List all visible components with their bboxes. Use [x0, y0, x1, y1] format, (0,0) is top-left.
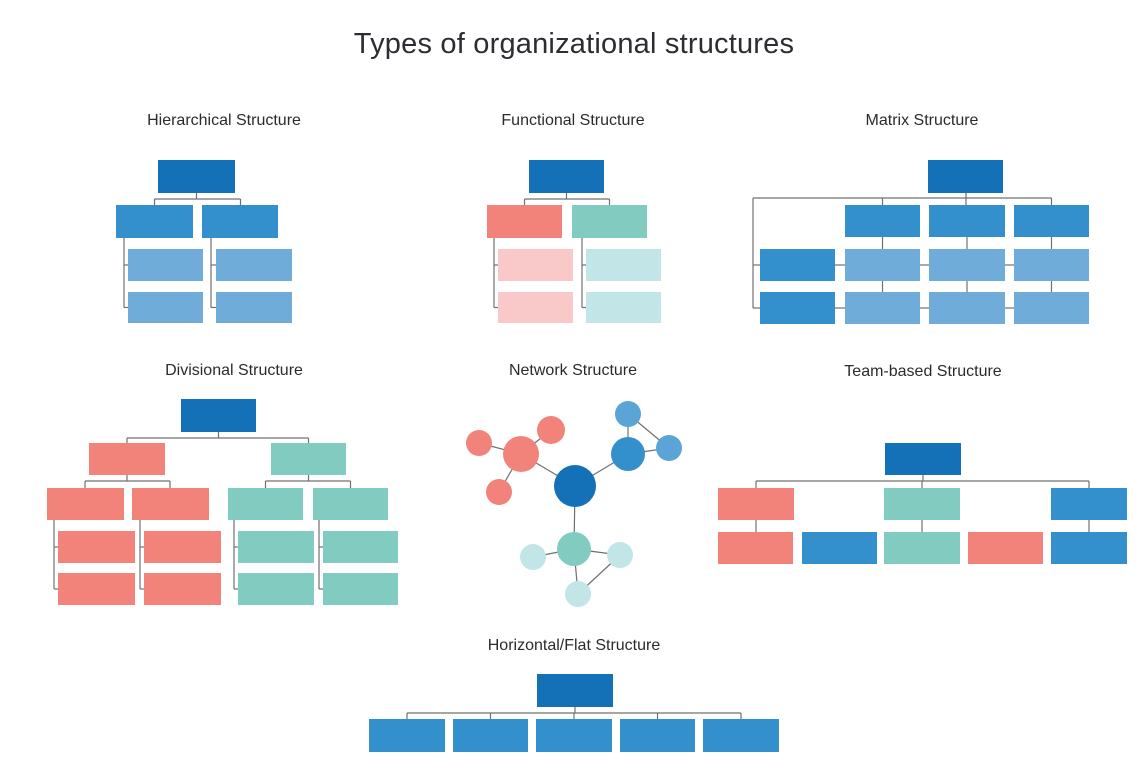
matrix-box-cell-2-2	[929, 292, 1005, 324]
divisional-box-d2-m2-staff-1	[323, 531, 398, 563]
team-based-box-team-lead-2	[884, 488, 960, 520]
divisional-box-d1-mgr-1	[47, 488, 124, 520]
functional-box-team-2-2	[586, 292, 661, 323]
matrix-box-cell-2-1	[845, 292, 920, 324]
horizontal-flat-box-member-4	[620, 719, 695, 752]
matrix-box-col-head-1	[845, 205, 920, 237]
network-node-core	[554, 465, 596, 507]
page-title: Types of organizational structures	[353, 28, 795, 60]
team-based-box-member-2	[802, 532, 877, 564]
matrix-box-cell-2-3	[1014, 292, 1089, 324]
section-title-team-based: Team-based Structure	[844, 363, 1002, 380]
divisional-box-d1-mgr-2	[132, 488, 209, 520]
divisional-box-d1-m2-staff-1	[144, 531, 221, 563]
hierarchical-box-manager-2	[202, 205, 278, 238]
hierarchical-box-manager-1	[116, 205, 193, 238]
team-based-box-team-lead-1	[718, 488, 794, 520]
network-node-p2-node-a	[615, 401, 641, 427]
matrix-box-row-head-1	[760, 249, 835, 281]
section-title-hierarchical: Hierarchical Structure	[147, 112, 301, 129]
section-title-matrix: Matrix Structure	[865, 112, 979, 129]
team-based-box-member-5	[1051, 532, 1127, 564]
section-title-horizontal-flat: Horizontal/Flat Structure	[487, 637, 661, 654]
functional-box-team-2-1	[586, 249, 661, 281]
divisional-box-d2-mgr-1	[228, 488, 303, 520]
horizontal-flat-box-root	[537, 674, 613, 707]
team-based-box-member-4	[968, 532, 1043, 564]
network-node-p2-node-b	[656, 435, 682, 461]
network-node-partner-hub-1	[503, 436, 539, 472]
horizontal-flat-box-member-5	[703, 719, 779, 752]
divisional-box-d1-m2-staff-2	[144, 573, 221, 605]
divisional-box-d2-m2-staff-2	[323, 573, 398, 605]
divisional-box-d2-m1-staff-2	[238, 573, 314, 605]
team-based-box-member-1	[718, 532, 793, 564]
matrix-box-cell-1-3	[1014, 249, 1089, 281]
network-node-p3-node-a	[520, 544, 546, 570]
team-based-box-member-3	[884, 532, 960, 564]
matrix-box-cell-1-2	[929, 249, 1005, 281]
matrix-box-col-head-3	[1014, 205, 1089, 237]
matrix-box-row-head-2	[760, 292, 835, 324]
divisional-box-division-2	[271, 443, 346, 475]
hierarchical-box-staff-2-1	[216, 249, 292, 281]
team-based-box-root	[885, 443, 961, 475]
section-title-divisional: Divisional Structure	[165, 362, 303, 379]
divisional-box-d2-m1-staff-1	[238, 531, 314, 563]
horizontal-flat-box-member-2	[453, 719, 528, 752]
divisional-box-d2-mgr-2	[313, 488, 388, 520]
network-node-p3-node-b	[607, 542, 633, 568]
divisional-box-root	[181, 399, 256, 432]
horizontal-flat-box-member-1	[369, 719, 445, 752]
network-node-p3-node-c	[565, 581, 591, 607]
matrix-box-col-head-2	[929, 205, 1005, 237]
hierarchical-box-root	[158, 160, 235, 193]
matrix-box-root	[928, 160, 1003, 193]
team-based-box-team-lead-3	[1051, 488, 1127, 520]
matrix-box-cell-1-1	[845, 249, 920, 281]
functional-box-dept-2	[572, 205, 647, 238]
network-node-p1-node-c	[486, 479, 512, 505]
divisional-box-d1-m1-staff-2	[58, 573, 135, 605]
hierarchical-box-staff-1-2	[128, 292, 203, 323]
functional-box-dept-1	[487, 205, 562, 238]
horizontal-flat-box-member-3	[536, 719, 612, 752]
divisional-box-division-1	[89, 443, 165, 475]
functional-box-team-1-2	[498, 292, 573, 323]
functional-box-root	[529, 160, 604, 193]
hierarchical-box-staff-1-1	[128, 249, 203, 281]
divisional-box-d1-m1-staff-1	[58, 531, 135, 563]
functional-box-team-1-1	[498, 249, 573, 281]
hierarchical-box-staff-2-2	[216, 292, 292, 323]
network-node-p1-node-a	[537, 416, 565, 444]
network-node-partner-hub-2	[611, 437, 645, 471]
section-title-functional: Functional Structure	[501, 112, 645, 129]
network-node-partner-hub-3	[557, 532, 591, 566]
network-node-p1-node-b	[466, 430, 492, 456]
section-title-network: Network Structure	[508, 362, 638, 379]
